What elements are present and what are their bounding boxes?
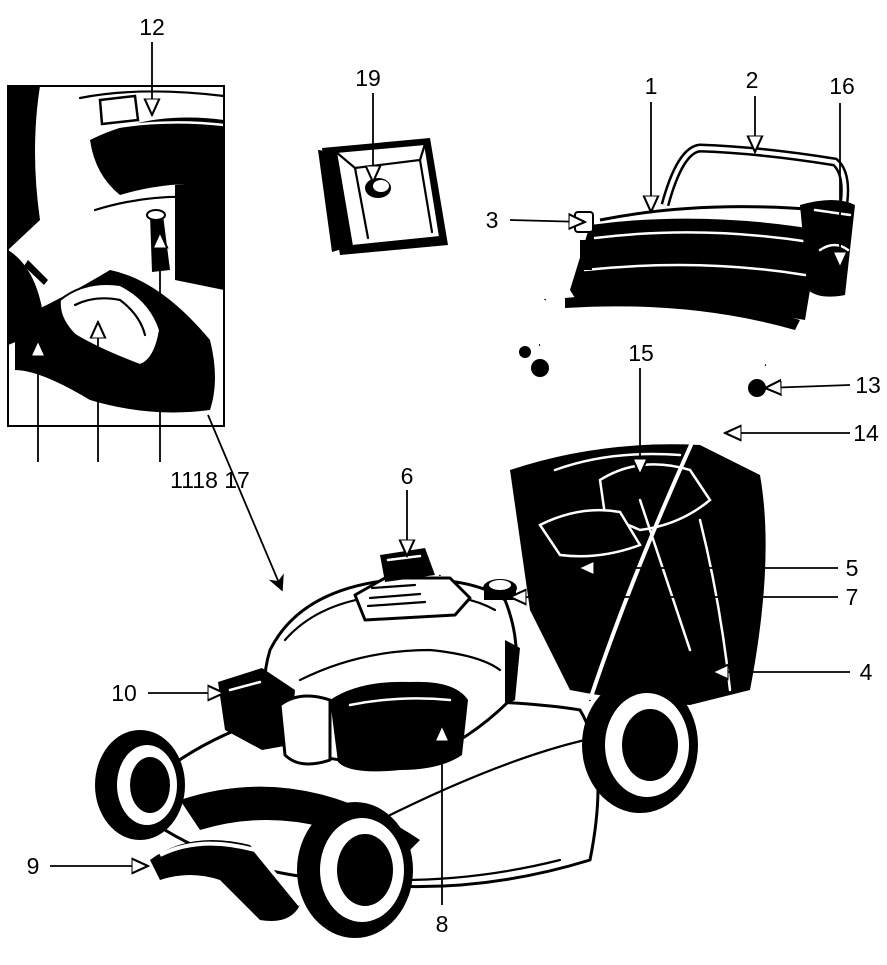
callout-16: 16 bbox=[829, 73, 855, 99]
callout-inset-bottom: 1118 17 bbox=[170, 467, 250, 493]
lawn-mower bbox=[95, 143, 855, 938]
front-left-wheel bbox=[95, 730, 185, 840]
callout-9: 9 bbox=[27, 853, 40, 879]
callout-7: 7 bbox=[846, 584, 859, 610]
callout-12: 12 bbox=[139, 14, 165, 40]
callout-6: 6 bbox=[401, 463, 414, 489]
callout-arrows bbox=[38, 42, 851, 905]
front-right-wheel bbox=[297, 802, 413, 938]
callout-15: 15 bbox=[628, 340, 654, 366]
callout-4: 4 bbox=[860, 659, 873, 685]
callout-19: 19 bbox=[355, 65, 381, 91]
callout-1: 1 bbox=[645, 73, 658, 99]
callout-8: 8 bbox=[436, 911, 449, 937]
callout-3: 3 bbox=[486, 207, 499, 233]
callout-5: 5 bbox=[846, 555, 859, 581]
callout-2: 2 bbox=[746, 67, 759, 93]
callout-14: 14 bbox=[853, 420, 879, 446]
filter-part-19 bbox=[318, 138, 448, 255]
rear-right-wheel bbox=[582, 677, 698, 813]
callout-numbers: 12 19 1 2 16 3 15 13 14 6 1118 17 5 7 4 … bbox=[27, 14, 881, 937]
inset-detail bbox=[7, 85, 225, 427]
callout-13: 13 bbox=[855, 372, 881, 398]
callout-10: 10 bbox=[111, 680, 137, 706]
